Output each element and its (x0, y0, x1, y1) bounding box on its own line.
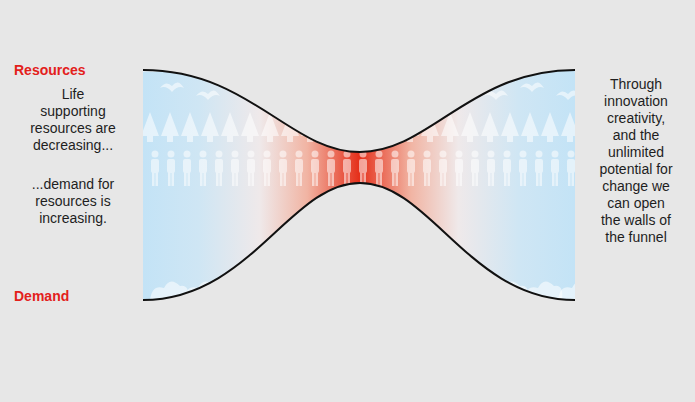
cloud-icon (218, 281, 256, 300)
person-icon (215, 151, 223, 187)
tree-icon (361, 112, 379, 142)
person-icon (423, 151, 431, 187)
person-icon (183, 151, 191, 187)
person-icon (263, 151, 271, 187)
person-icon (391, 151, 399, 187)
cloud-icon (286, 281, 324, 300)
bird-icon (412, 90, 436, 100)
tree-icon (481, 112, 499, 142)
cloud-icon (354, 281, 392, 300)
person-icon (311, 151, 319, 187)
tree-icon (161, 112, 179, 142)
person-icon (151, 151, 159, 187)
person-icon (439, 151, 447, 187)
person-icon (167, 151, 175, 187)
tree-icon (521, 112, 539, 142)
tree-icon (541, 112, 559, 142)
person-icon (375, 151, 383, 187)
tree-icon (341, 112, 359, 142)
tree-icon (181, 112, 199, 142)
bird-icon (304, 82, 328, 92)
tree-icon (441, 112, 459, 142)
bird-icon (448, 82, 472, 92)
demand-note: ...demand for resources is increasing. (30, 176, 116, 227)
bird-icon (556, 90, 580, 100)
tree-icon (501, 112, 519, 142)
funnel-top-wall (143, 70, 575, 152)
person-icon (343, 151, 351, 187)
person-icon (247, 151, 255, 187)
cloud-icon (252, 281, 290, 300)
funnel-icons (141, 58, 596, 300)
cloud-icon (490, 281, 528, 300)
tree-icon (381, 112, 399, 142)
cloud-icon (320, 281, 358, 300)
person-icon (199, 151, 207, 187)
demand-label: Demand (14, 288, 134, 305)
tree-icon (201, 112, 219, 142)
tree-icon (141, 112, 159, 142)
cloud-icon (456, 281, 494, 300)
bird-icon (268, 90, 292, 100)
resources-label: Resources (14, 62, 134, 79)
tree-icon (261, 112, 279, 142)
bird-icon (196, 90, 220, 100)
person-icon (471, 151, 479, 187)
bird-icon (520, 82, 544, 92)
tree-icon (221, 112, 239, 142)
person-icon (567, 151, 575, 187)
person-icon (327, 151, 335, 187)
person-icon (519, 151, 527, 187)
funnel-fill (143, 70, 575, 300)
person-icon (551, 151, 559, 187)
funnel-bottom-wall (143, 183, 575, 300)
person-icon (535, 151, 543, 187)
person-icon (407, 151, 415, 187)
person-icon (503, 151, 511, 187)
innovation-note: Through innovation creativity, and the u… (598, 76, 674, 246)
tree-icon (461, 112, 479, 142)
cloud-icon (558, 281, 596, 300)
person-icon (487, 151, 495, 187)
tree-icon (321, 112, 339, 142)
tree-icon (241, 112, 259, 142)
bird-icon (376, 82, 400, 92)
bird-icon (160, 82, 184, 92)
person-icon (295, 151, 303, 187)
bird-icon (340, 90, 364, 100)
cloud-icon (524, 281, 562, 300)
bird-icon (232, 82, 256, 92)
person-icon (455, 151, 463, 187)
cloud-icon (184, 281, 222, 300)
person-icon (231, 151, 239, 187)
cloud-icon (422, 281, 460, 300)
resources-note: Life supporting resources are decreasing… (30, 86, 116, 154)
cloud-icon (388, 281, 426, 300)
person-icon (359, 151, 367, 187)
tree-icon (561, 112, 579, 142)
person-icon (279, 151, 287, 187)
